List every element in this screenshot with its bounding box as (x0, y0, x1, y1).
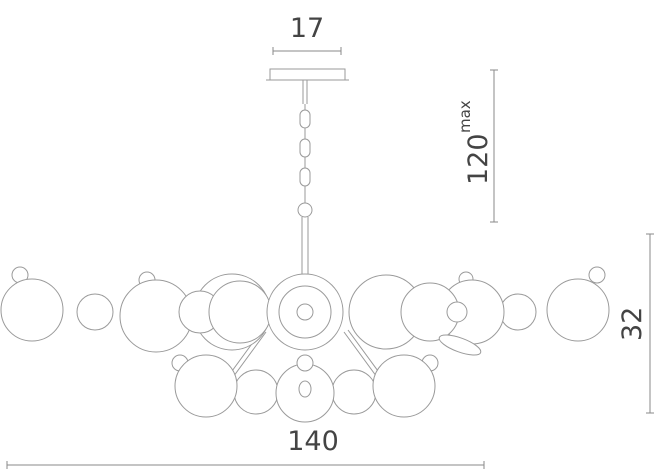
total-width-dimension: 140 (6, 426, 485, 469)
canopy-width-dimension: 17 (272, 13, 342, 55)
upper-globes (0, 266, 610, 356)
max-height-label: 120 (463, 133, 494, 185)
body-height-label: 32 (617, 307, 648, 341)
suspension-chain (297, 80, 313, 275)
max-height-dimension: 120 max (456, 69, 498, 223)
max-height-suffix: max (456, 100, 474, 133)
canopy (266, 68, 349, 81)
lower-globes (171, 354, 439, 423)
canopy-width-label: 17 (290, 13, 324, 44)
body-height-dimension: 32 (617, 233, 654, 414)
total-width-label: 140 (287, 426, 339, 457)
